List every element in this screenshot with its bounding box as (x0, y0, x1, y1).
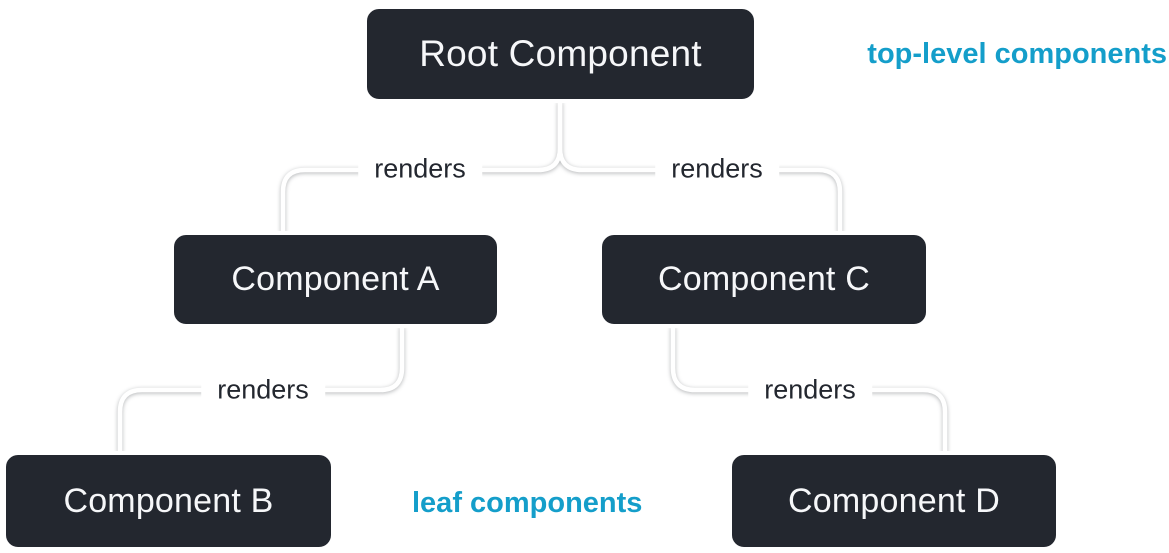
node-c-label: Component C (658, 260, 870, 298)
edge-label-renders-root-a: renders (358, 151, 482, 187)
node-component-a: Component A (170, 231, 501, 328)
edge-label-renders-c-d: renders (748, 372, 872, 408)
edge-label-renders-root-c: renders (655, 151, 779, 187)
edge-label-renders-a-b: renders (201, 372, 325, 408)
node-component-b: Component B (2, 451, 335, 551)
node-a-label: Component A (231, 260, 440, 298)
node-b-label: Component B (63, 481, 274, 520)
annotation-leaf-components: leaf components (412, 487, 643, 519)
node-component-c: Component C (598, 231, 930, 328)
node-root-component: Root Component (363, 5, 758, 103)
node-root-label: Root Component (419, 33, 702, 74)
node-d-label: Component D (788, 481, 1000, 520)
node-component-d: Component D (728, 451, 1060, 551)
annotation-top-level-components: top-level components (867, 38, 1167, 70)
